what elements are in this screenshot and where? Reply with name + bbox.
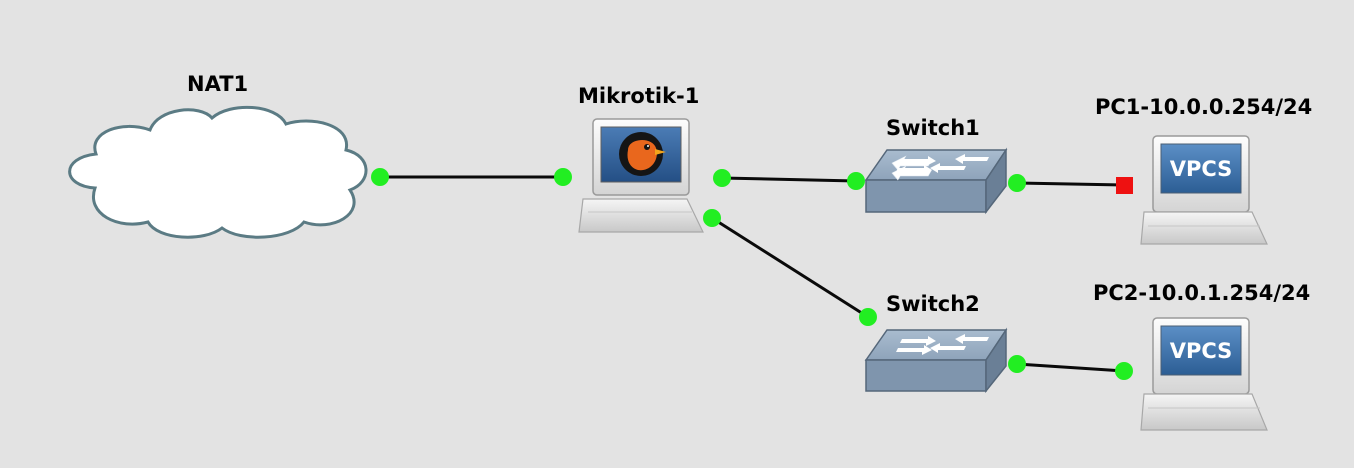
vpcs-computer-icon[interactable] xyxy=(1140,317,1268,431)
ethernet-switch-icon[interactable] xyxy=(864,327,1008,394)
status-up-indicator xyxy=(1008,355,1026,373)
status-up-indicator xyxy=(847,172,865,190)
links xyxy=(380,175,1125,373)
link-switch2-pc2[interactable] xyxy=(1016,362,1125,373)
pc1-screen-text: VPCS xyxy=(1170,157,1233,181)
status-down-indicator xyxy=(1116,177,1133,194)
cloud-icon[interactable] xyxy=(68,105,368,239)
node-label-nat1[interactable]: NAT1 xyxy=(187,72,249,96)
pc2-screen-text: VPCS xyxy=(1170,339,1233,363)
link-status-indicators xyxy=(371,168,1133,380)
node-label-pc2[interactable]: PC2-10.0.1.254/24 xyxy=(1093,281,1311,305)
node-label-pc1[interactable]: PC1-10.0.0.254/24 xyxy=(1095,95,1313,119)
link-mikrotik1-switch2[interactable] xyxy=(711,216,869,319)
status-up-indicator xyxy=(1008,174,1026,192)
status-up-indicator xyxy=(1115,362,1133,380)
status-up-indicator xyxy=(554,168,572,186)
node-label-mikrotik1[interactable]: Mikrotik-1 xyxy=(578,84,700,108)
status-up-indicator xyxy=(703,209,721,227)
ethernet-switch-icon[interactable] xyxy=(864,147,1008,215)
status-up-indicator xyxy=(371,168,389,186)
qemu-router-icon[interactable] xyxy=(578,118,704,233)
status-up-indicator xyxy=(859,308,877,326)
node-label-switch1[interactable]: Switch1 xyxy=(886,116,980,140)
link-mikrotik1-switch1[interactable] xyxy=(721,176,857,183)
vpcs-computer-icon[interactable] xyxy=(1140,135,1268,245)
node-label-switch2[interactable]: Switch2 xyxy=(886,292,980,316)
status-up-indicator xyxy=(713,169,731,187)
link-switch1-pc1[interactable] xyxy=(1016,181,1125,187)
